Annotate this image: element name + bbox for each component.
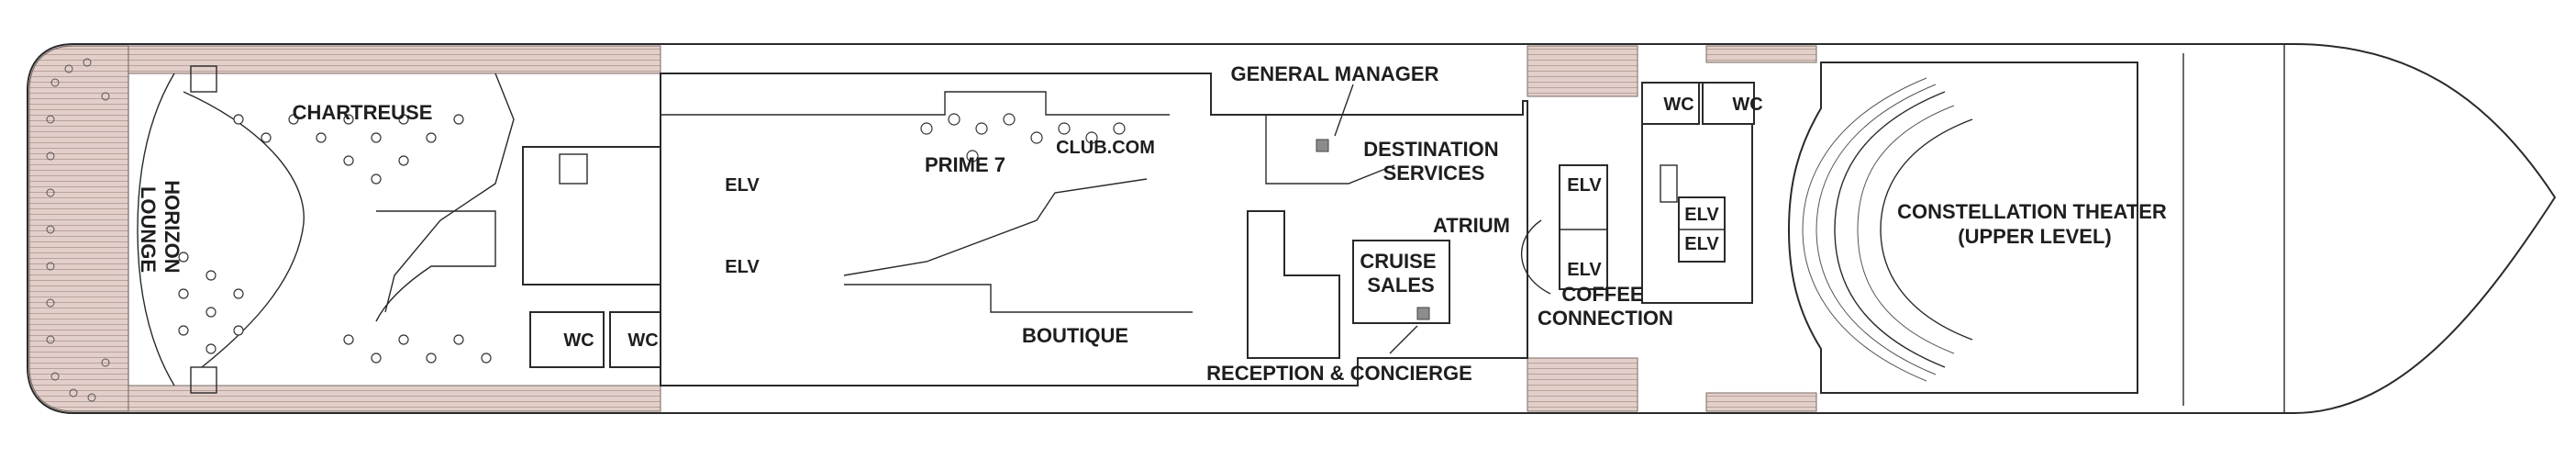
label-general-manager: GENERAL MANAGER: [1231, 62, 1439, 85]
bow-deck-bottom: [1705, 392, 1817, 412]
theater-outline: [1787, 62, 2138, 394]
label-elv-fwd-lower: ELV: [1684, 234, 1719, 254]
theater-inner-arc: [1880, 118, 1973, 341]
aft-deck: [28, 45, 129, 412]
mid-elevator-shaft: [1559, 164, 1608, 290]
aft-deck-strip-top: [128, 45, 661, 74]
prime7-wall: [661, 91, 1170, 116]
chartreuse-bar: [375, 210, 496, 322]
atrium-stair: [1520, 219, 1551, 295]
central-stair-block: [1247, 210, 1340, 359]
gm-office-marker: [1316, 139, 1329, 152]
label-constellation-theater: CONSTELLATION THEATER (UPPER LEVEL): [1897, 200, 2172, 248]
aft-stairwell: [559, 153, 588, 185]
label-atrium: ATRIUM: [1433, 214, 1510, 237]
bow-deck-top: [1705, 45, 1817, 63]
destination-services-wall: [1265, 115, 1395, 185]
wc-fwd-left-room: [1641, 82, 1700, 125]
aft-stair-top: [190, 65, 217, 93]
cruise-sales-room: [1352, 240, 1450, 324]
label-chartreuse: CHARTREUSE: [293, 101, 433, 124]
fwd-deck-bottom: [1527, 357, 1638, 412]
boutique-wall: [844, 284, 1193, 313]
aft-deck-strip-bottom: [128, 385, 661, 412]
horizon-lounge-arc: [137, 73, 175, 386]
theater-seat-rows: [1802, 77, 1955, 382]
reception-leader-line: [1389, 325, 1418, 354]
label-boutique: BOUTIQUE: [1022, 324, 1128, 347]
label-wc-aft-right: WC: [627, 330, 658, 351]
label-elv-aft-upper: ELV: [725, 175, 760, 196]
aft-stair-bottom: [190, 366, 217, 394]
fwd-deck-top: [1527, 45, 1638, 97]
reception-marker: [1416, 307, 1430, 320]
label-wc-fwd-left: WC: [1663, 95, 1693, 115]
gm-leader-line: [1334, 84, 1354, 137]
label-prime7: PRIME 7: [925, 153, 1005, 176]
prime7-lower-wall: [843, 178, 1148, 276]
label-club-com: CLUB.COM: [1056, 138, 1155, 158]
label-coffee-connection: COFFEE CONNECTION: [1538, 283, 1673, 330]
label-cruise-sales: CRUISE SALES: [1360, 250, 1441, 297]
label-horizon-lounge: HORIZON LOUNGE: [137, 180, 183, 279]
label-elv-fwd-upper: ELV: [1684, 205, 1719, 225]
chartreuse-tables: [178, 114, 492, 364]
wc-fwd-right-room: [1702, 82, 1755, 125]
fwd-stair-left: [1660, 164, 1678, 203]
prime7-tables: [920, 113, 1126, 162]
chartreuse-wall: [183, 91, 305, 368]
label-elv-mid-upper: ELV: [1567, 175, 1602, 196]
chartreuse-partition: [384, 73, 515, 313]
label-elv-mid-lower: ELV: [1567, 260, 1602, 280]
label-reception-concierge: RECEPTION & CONCIERGE: [1206, 362, 1472, 385]
theater-stage-arc: [1834, 91, 1946, 368]
label-destination-services: DESTINATION SERVICES: [1363, 138, 1505, 185]
stern-seating: [46, 58, 110, 402]
label-elv-aft-lower: ELV: [725, 257, 760, 277]
label-wc-fwd-right: WC: [1732, 95, 1762, 115]
label-wc-aft-left: WC: [563, 330, 594, 351]
wc-aft-left-room: [529, 311, 605, 368]
